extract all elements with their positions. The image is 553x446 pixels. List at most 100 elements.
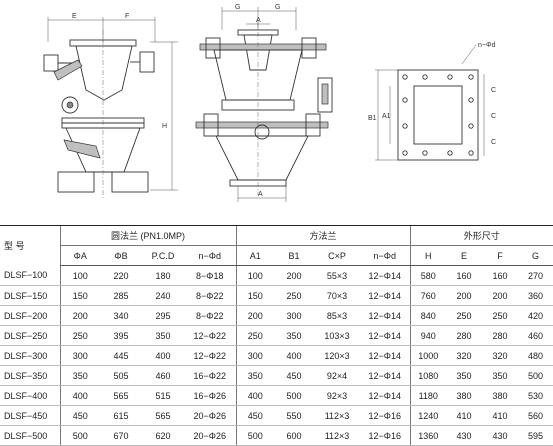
bolt-hole [468, 97, 474, 103]
value-cell: 20−Φ26 [184, 425, 236, 446]
bolt-hole [468, 150, 474, 156]
value-cell: 565 [100, 385, 142, 406]
dim-f-label: F [125, 13, 129, 20]
value-cell: 12−Φ14 [360, 365, 410, 386]
value-cell: 340 [100, 305, 142, 326]
model-cell: DLSF−400 [0, 385, 60, 406]
value-cell: 430 [482, 425, 518, 446]
value-cell: 350 [446, 365, 482, 386]
value-cell: 8−Φ18 [184, 265, 236, 286]
dim-c-label-2: C [491, 113, 496, 120]
model-cell: DLSF−150 [0, 285, 60, 306]
value-cell: 410 [446, 405, 482, 426]
value-cell: 940 [409, 325, 446, 346]
value-cell: 12−Φ16 [360, 425, 410, 446]
value-cell: 670 [100, 425, 142, 446]
value-cell: 400 [142, 345, 184, 366]
value-cell: 515 [142, 385, 184, 406]
value-cell: 92×3 [314, 385, 360, 406]
value-cell: 295 [142, 305, 184, 326]
value-cell: 200 [274, 265, 314, 286]
value-cell: 615 [100, 405, 142, 426]
square-flange-view: n−Φd B1 A1 C C C [368, 42, 496, 161]
value-cell: 395 [100, 325, 142, 346]
value-cell: 160 [482, 265, 518, 286]
side-view: G G A A [195, 4, 333, 202]
model-cell: DLSF−200 [0, 305, 60, 326]
bolt-hole [468, 74, 474, 80]
group-square-flange: 方法兰 [235, 225, 410, 246]
value-cell: 445 [100, 345, 142, 366]
value-cell: 580 [409, 265, 446, 286]
model-cell: DLSF−100 [0, 265, 60, 286]
dim-g-label-right: G [275, 4, 280, 11]
value-cell: 16−Φ22 [184, 365, 236, 386]
value-cell: 410 [482, 405, 518, 426]
bolt-hole [402, 74, 408, 80]
value-cell: 250 [446, 305, 482, 326]
value-cell: 220 [100, 265, 142, 286]
value-cell: 400 [274, 345, 314, 366]
value-cell: 92×4 [314, 365, 360, 386]
model-cell: DLSF−500 [0, 425, 60, 446]
value-cell: 250 [235, 325, 274, 346]
value-cell: 380 [446, 385, 482, 406]
model-cell: DLSF−300 [0, 345, 60, 366]
dim-a-top-label: A [256, 17, 261, 24]
group-outline-size: 外形尺寸 [409, 225, 553, 246]
value-cell: 450 [235, 405, 274, 426]
dim-b1-label: B1 [368, 115, 377, 122]
value-cell: 240 [142, 285, 184, 306]
value-cell: 160 [446, 265, 482, 286]
value-cell: 100 [59, 265, 100, 286]
value-cell: 500 [59, 425, 100, 446]
value-cell: 200 [446, 285, 482, 306]
col-header: ΦB [100, 245, 142, 266]
technical-drawing: E F H G G [43, 4, 496, 202]
value-cell: 8−Φ22 [184, 285, 236, 306]
col-header: G [518, 245, 553, 266]
value-cell: 760 [409, 285, 446, 306]
value-cell: 350 [59, 365, 100, 386]
value-cell: 450 [59, 405, 100, 426]
value-cell: 12−Φ14 [360, 345, 410, 366]
value-cell: 420 [518, 305, 553, 326]
dim-a1-label: A1 [382, 113, 391, 120]
value-cell: 280 [482, 325, 518, 346]
value-cell: 200 [59, 305, 100, 326]
value-cell: 12−Φ14 [360, 325, 410, 346]
col-header: C×P [314, 245, 360, 266]
col-header: A1 [235, 245, 274, 266]
bolt-hole [422, 150, 428, 156]
value-cell: 600 [274, 425, 314, 446]
model-cell: DLSF−450 [0, 405, 60, 426]
value-cell: 550 [274, 405, 314, 426]
bolt-hole [422, 74, 428, 80]
value-cell: 270 [518, 265, 553, 286]
front-view: E F H [43, 13, 178, 200]
value-cell: 20−Φ26 [184, 405, 236, 426]
value-cell: 103×3 [314, 325, 360, 346]
value-cell: 620 [142, 425, 184, 446]
value-cell: 12−Φ14 [360, 385, 410, 406]
group-round-flange: 圆法兰 (PN1.0MP) [59, 225, 236, 246]
value-cell: 1180 [409, 385, 446, 406]
value-cell: 400 [235, 385, 274, 406]
value-cell: 280 [446, 325, 482, 346]
bolt-hole [447, 150, 453, 156]
hole-label: n−Φd [478, 42, 496, 49]
bolt-hole [402, 97, 408, 103]
value-cell: 400 [59, 385, 100, 406]
value-cell: 300 [274, 305, 314, 326]
value-cell: 250 [274, 285, 314, 306]
dim-c-label-1: C [491, 87, 496, 94]
value-cell: 1360 [409, 425, 446, 446]
value-cell: 180 [142, 265, 184, 286]
